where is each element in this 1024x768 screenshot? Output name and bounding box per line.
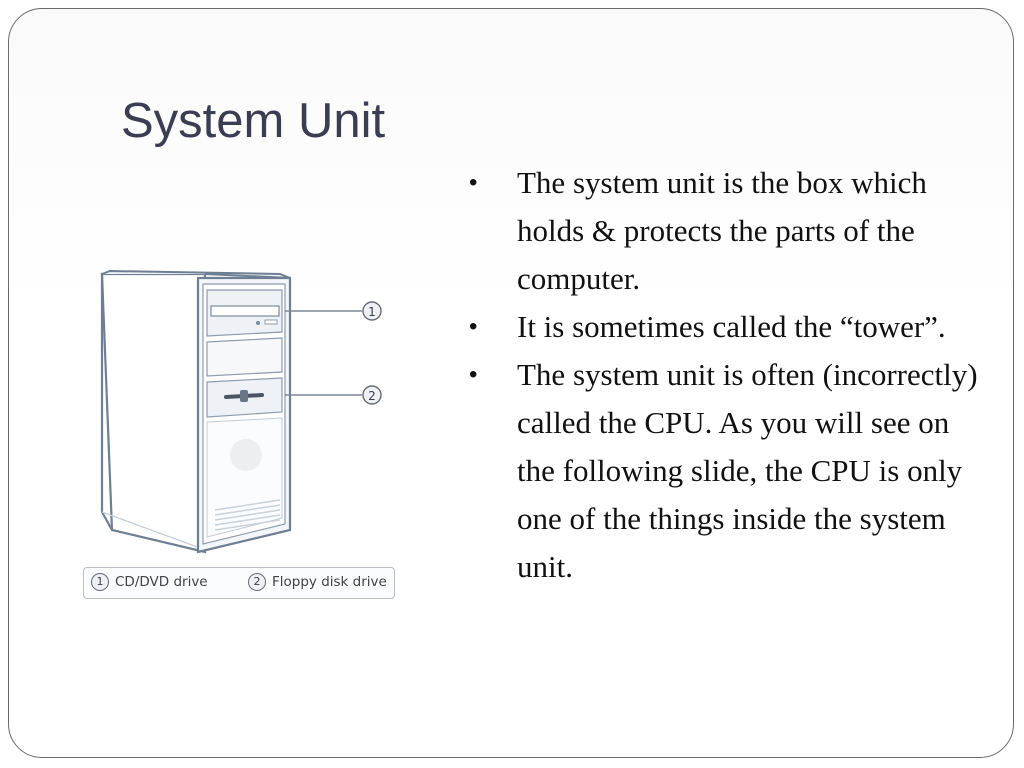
- bullet-list: • The system unit is the box which holds…: [469, 159, 989, 591]
- bullet-icon: •: [469, 313, 478, 340]
- callout-2-number: 2: [368, 389, 376, 403]
- system-unit-illustration: 1 2: [100, 269, 382, 554]
- bullet-text: The system unit is the box which holds &…: [517, 165, 927, 296]
- slide-title: System Unit: [121, 94, 386, 148]
- legend-item-cd-dvd: 1 CD/DVD drive: [91, 573, 208, 591]
- legend-item-floppy: 2 Floppy disk drive: [248, 573, 387, 591]
- bullet-item: • The system unit is often (incorrectly)…: [469, 351, 989, 591]
- callout-1-number: 1: [368, 305, 376, 319]
- bullet-item: • The system unit is the box which holds…: [469, 159, 989, 303]
- power-button-icon: [230, 439, 262, 471]
- tower-side-panel: [100, 272, 207, 554]
- bullet-item: • It is sometimes called the “tower”.: [469, 303, 989, 351]
- callout-2-badge: [362, 385, 382, 405]
- bullet-icon: •: [469, 361, 478, 388]
- figure-legend: 1 CD/DVD drive 2 Floppy disk drive: [83, 567, 395, 599]
- bullet-text: The system unit is often (incorrectly) c…: [517, 357, 978, 584]
- callout-1-badge: [362, 301, 382, 321]
- legend-label-cd-dvd: CD/DVD drive: [115, 574, 208, 590]
- bullet-text: It is sometimes called the “tower”.: [517, 309, 946, 344]
- bullet-icon: •: [469, 169, 478, 196]
- legend-number-1: 1: [91, 573, 109, 591]
- legend-label-floppy: Floppy disk drive: [272, 574, 387, 590]
- legend-number-2: 2: [248, 573, 266, 591]
